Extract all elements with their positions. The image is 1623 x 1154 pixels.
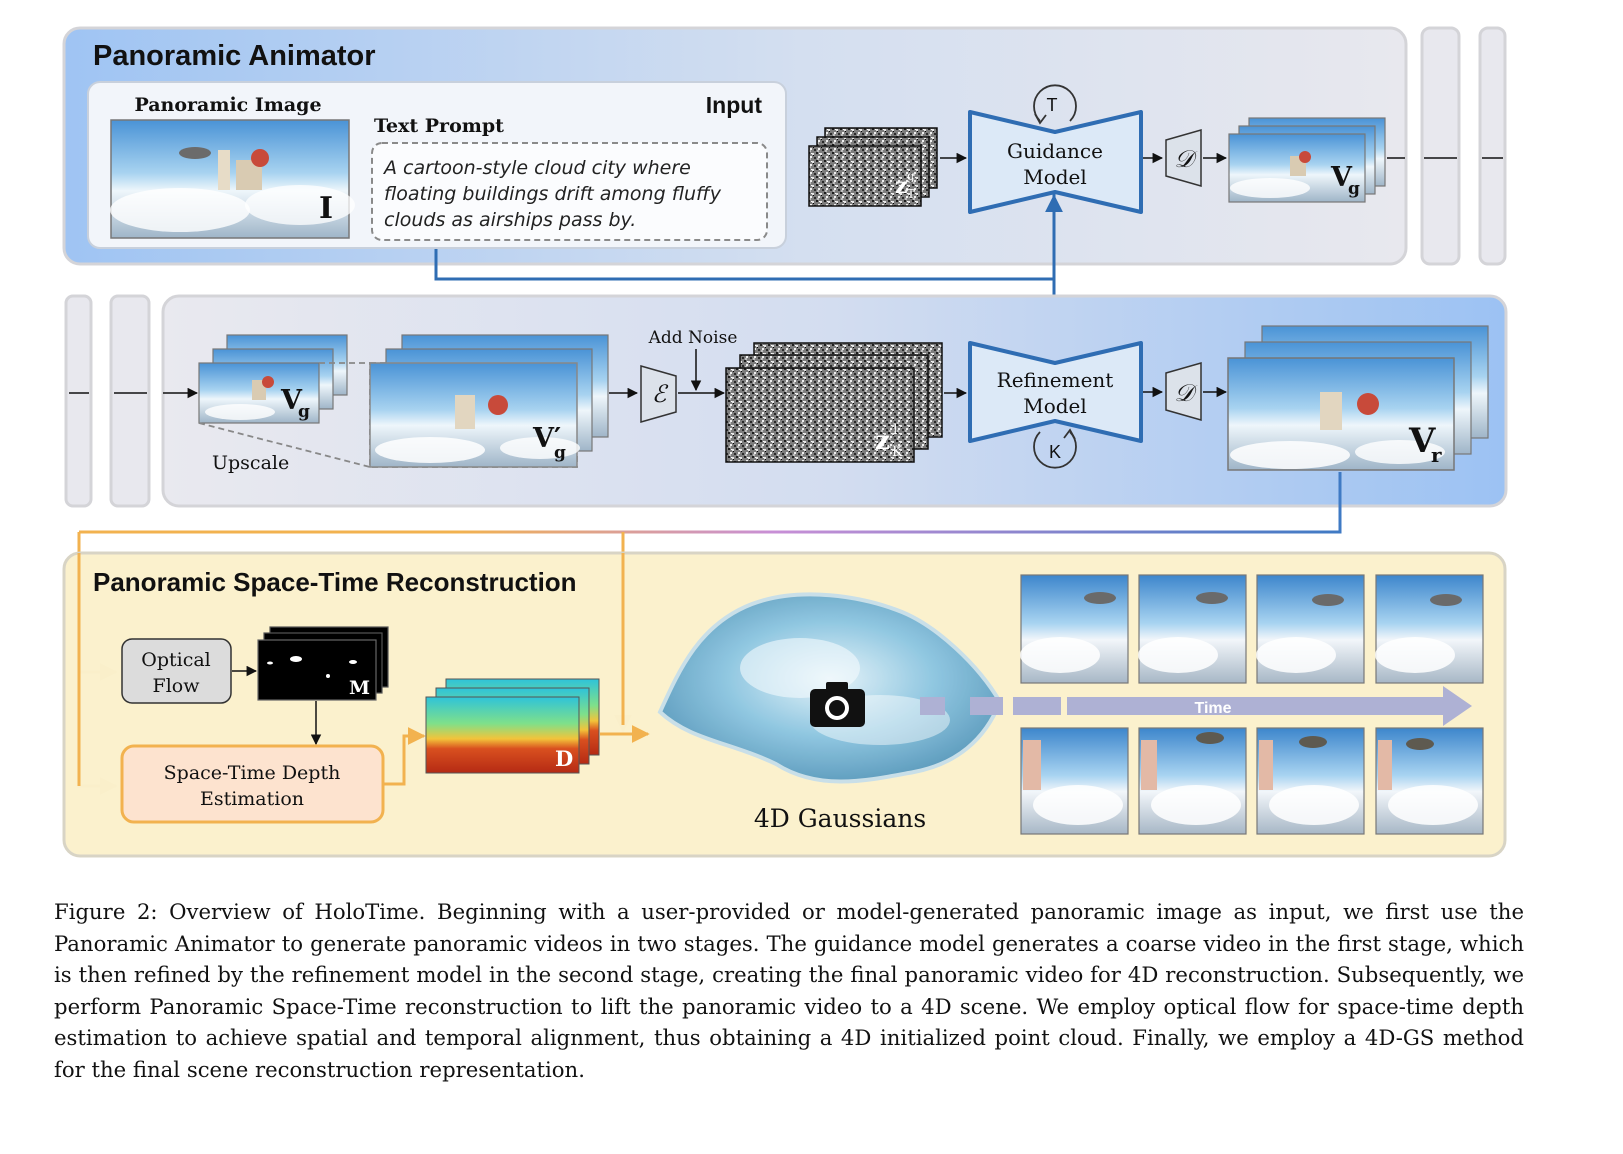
refinement-output-frames: V r <box>1227 325 1489 471</box>
svg-text:V: V <box>1330 162 1353 193</box>
svg-text:Flow: Flow <box>153 675 201 697</box>
svg-text:z: z <box>875 426 890 456</box>
refinement-model-line2: Model <box>1023 394 1087 418</box>
animator-title: Panoramic Animator <box>93 40 376 72</box>
svg-text:V: V <box>280 385 303 416</box>
depth-map-stack: D <box>425 678 600 774</box>
panoramic-image-label: Panoramic Image <box>134 94 321 116</box>
figure-caption: Figure 2: Overview of HoloTime. Beginnin… <box>54 899 1524 1082</box>
image-symbol: I <box>319 191 333 226</box>
upscaled-frames: V′ g <box>369 334 609 468</box>
refinement-encoder: ℰ <box>640 365 677 423</box>
rendered-views <box>1020 574 1484 835</box>
view-frame <box>1256 727 1365 835</box>
svg-text:M: M <box>349 677 370 699</box>
view-frame <box>1375 574 1484 684</box>
depth-estimation-box: Space-Time Depth Estimation <box>120 744 385 824</box>
svg-text:ℰ: ℰ <box>652 380 669 408</box>
add-noise-label: Add Noise <box>648 328 738 348</box>
panoramic-image: I <box>110 119 355 239</box>
time-arrow: Time <box>920 686 1472 726</box>
input-label: Input <box>706 92 763 118</box>
upscale-label: Upscale <box>212 452 289 474</box>
prompt-line-1: A cartoon-style cloud city where <box>382 157 691 179</box>
view-frame <box>1020 727 1129 835</box>
svg-text:g: g <box>298 402 310 422</box>
view-frame <box>1138 727 1247 835</box>
stack-tab-1 <box>1420 26 1461 266</box>
svg-text:Space-Time Depth: Space-Time Depth <box>164 762 341 784</box>
optical-flow-box: Optical Flow <box>121 638 232 704</box>
stack-tab-4 <box>109 294 151 508</box>
refinement-loop-label: K <box>1049 442 1061 462</box>
guidance-latent-sup: g <box>907 169 915 183</box>
stack-tab-3 <box>64 294 93 508</box>
camera-icon <box>810 682 865 727</box>
mask-stack: M <box>257 626 389 701</box>
svg-text:g: g <box>554 443 566 463</box>
view-frame <box>1256 574 1365 684</box>
guidance-loop-icon: T <box>1033 84 1077 125</box>
time-label: Time <box>1194 700 1231 717</box>
view-frame <box>1375 727 1484 835</box>
refinement-latent-stack: z l K <box>725 342 943 463</box>
view-frame <box>1020 574 1129 684</box>
stack-tab-2 <box>1478 26 1507 266</box>
gaussians-label: 4D Gaussians <box>754 804 926 833</box>
svg-text:D: D <box>555 746 573 771</box>
holotime-diagram: Panoramic Animator Input Panoramic Image… <box>62 26 1508 858</box>
svg-text:K: K <box>892 444 903 460</box>
guidance-latent-sub: T <box>907 187 915 201</box>
prompt-line-3: clouds as airships pass by. <box>384 209 636 231</box>
guidance-model: Guidance Model <box>968 110 1143 214</box>
guidance-output-frames: V g <box>1228 117 1386 203</box>
guidance-decoder: 𝒟 <box>1165 129 1202 187</box>
guidance-latent-stack: z g T <box>808 127 938 207</box>
guidance-model-line2: Model <box>1023 165 1087 189</box>
svg-text:V: V <box>1408 421 1436 461</box>
guidance-loop-label: T <box>1047 95 1058 115</box>
refinement-model: Refinement Model <box>968 341 1143 443</box>
refinement-input-frames: V g <box>198 334 348 424</box>
view-frame <box>1138 574 1247 684</box>
refinement-loop-icon: K <box>1033 428 1077 469</box>
svg-text:Optical: Optical <box>141 649 211 671</box>
guidance-latent-symbol: z <box>895 173 908 199</box>
text-prompt-label: Text Prompt <box>374 115 504 137</box>
reconstruction-title: Panoramic Space-Time Reconstruction <box>93 567 577 597</box>
text-prompt-box <box>371 142 768 241</box>
prompt-line-2: floating buildings drift among fluffy <box>384 183 722 205</box>
svg-text:r: r <box>1431 443 1442 467</box>
svg-text:V′: V′ <box>532 423 561 454</box>
svg-text:Estimation: Estimation <box>200 788 304 810</box>
svg-text:g: g <box>1348 179 1360 199</box>
refinement-model-line1: Refinement <box>997 368 1114 392</box>
input-box: Input Panoramic Image I Text Prompt A ca… <box>87 81 787 249</box>
refinement-decoder: 𝒟 <box>1165 362 1202 421</box>
svg-text:l: l <box>893 422 898 438</box>
guidance-model-line1: Guidance <box>1007 139 1103 163</box>
